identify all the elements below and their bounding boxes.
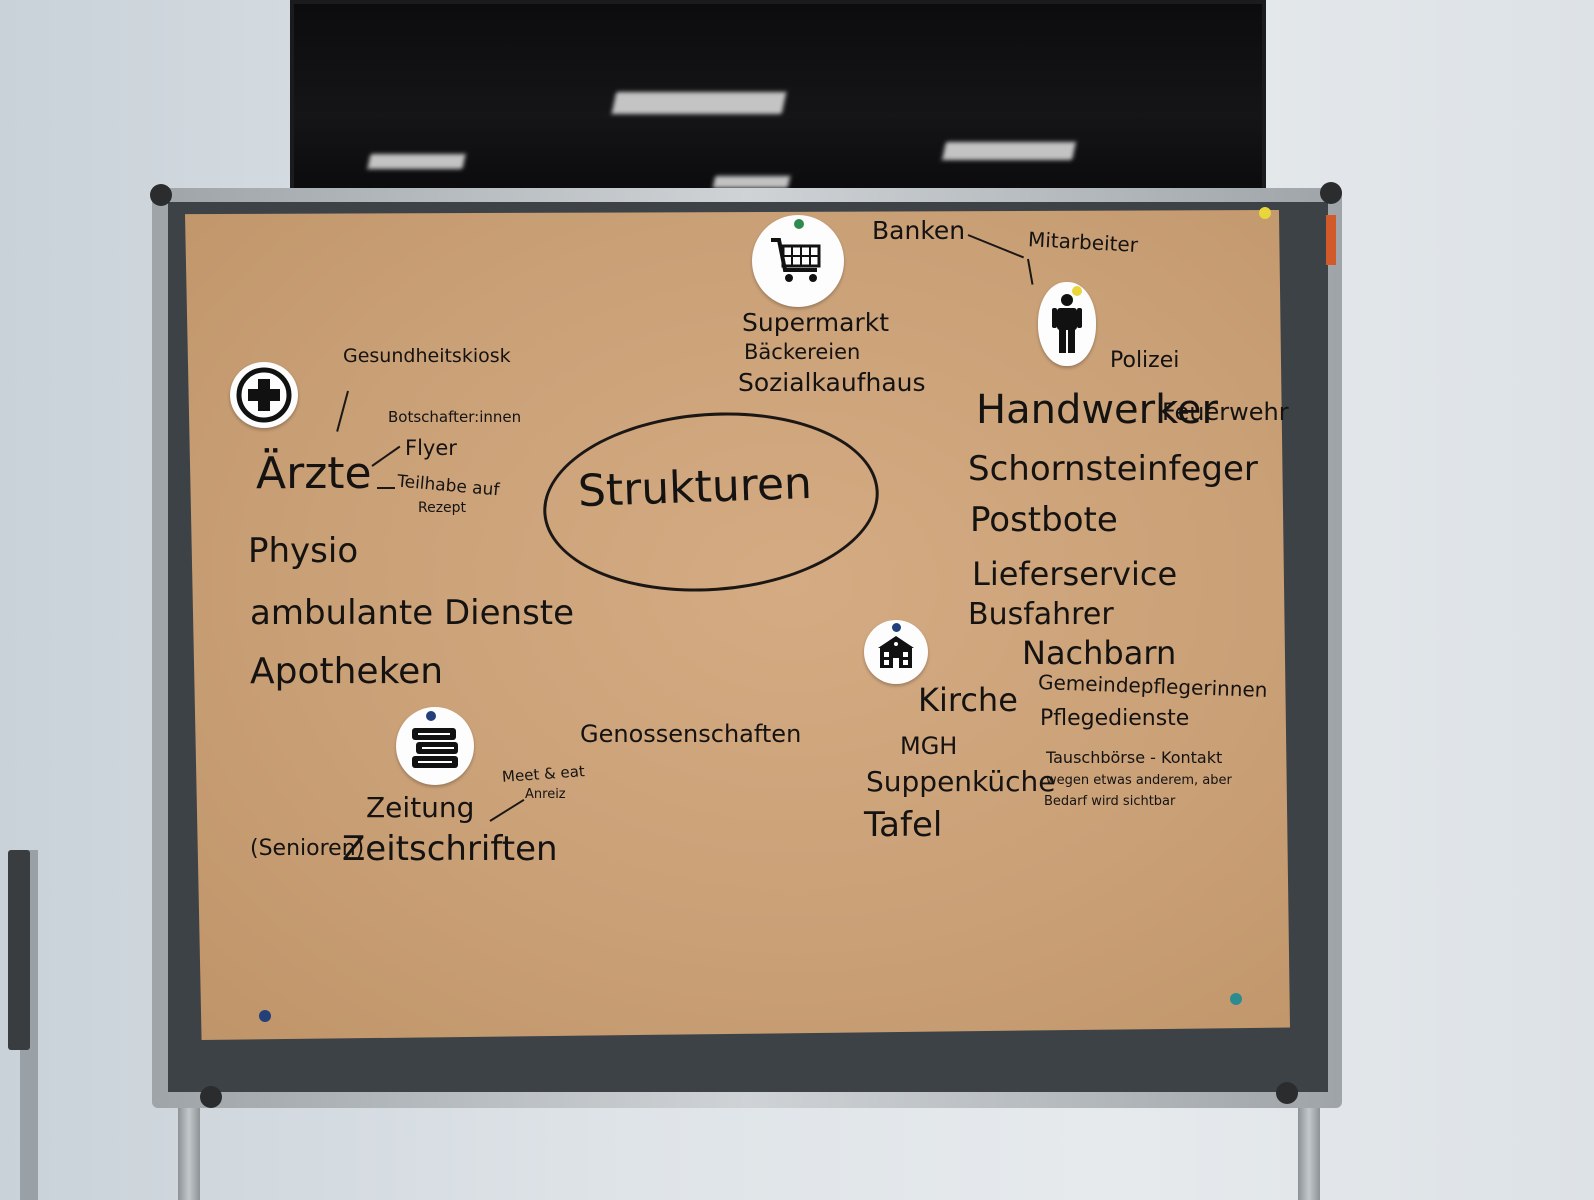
social-store-label: Sozialkaufhaus [738,368,926,397]
delivery-label: Lieferservice [972,555,1178,593]
plus-icon [236,367,292,423]
doctors-label: Ärzte [256,448,372,499]
shopping-cart-icon-card [752,215,844,307]
brand-label [1326,215,1336,265]
exchange-label: Tauschbörse - Kontakt [1046,748,1223,767]
exchange-line-2: wegen etwas anderem, aber [1046,773,1232,788]
wall-monitor [290,0,1266,195]
school-building-icon [878,636,914,668]
seniors-label: (Senioren) [250,836,365,861]
books-icon-card [396,707,474,785]
cooperatives-label: Genossenschaften [580,720,802,748]
bus-label: Busfahrer [968,597,1114,632]
staff-label: Mitarbeiter [1027,227,1139,257]
prescription-label: Rezept [418,500,467,516]
soup-kitchen-label: Suppenküche [866,765,1056,798]
frame-corner [200,1086,222,1108]
monitor-glare [712,176,791,188]
person-icon-card [1038,282,1096,366]
pushpin [1230,993,1242,1005]
left-stand [0,850,46,1200]
center-label: Strukturen [577,457,813,518]
care-services-label: Pflegedienste [1040,706,1190,731]
books-icon [412,728,458,768]
exchange-line-3: Bedarf wird sichtbar [1044,794,1176,809]
mgh-label: MGH [900,732,958,760]
chimney-label: Schornsteinfeger [968,449,1258,489]
bakeries-label: Bäckereien [744,340,861,364]
kraft-paper-sheet [185,210,1290,1040]
frame-corner [1276,1082,1298,1104]
plus-icon-card [230,362,298,428]
connector-line [377,487,395,489]
pushpin [1259,207,1271,219]
banks-label: Banken [872,216,966,245]
supermarket-label: Supermarkt [742,308,890,337]
ambassadors-label: Botschafter:innen [388,408,522,426]
food-bank-label: Tafel [864,805,943,845]
physio-label: Physio [248,531,359,571]
pushpin [1072,286,1082,296]
pushpin [794,219,804,229]
flyer-label: Flyer [405,436,457,460]
shopping-cart-icon [771,238,821,282]
meet-eat-line-2: Anreiz [525,787,566,802]
church-label: Kirche [918,681,1018,719]
police-label: Polizei [1110,348,1180,373]
pushpin [259,1010,271,1022]
pharmacies-label: Apotheken [250,651,444,692]
neighbors-label: Nachbarn [1022,634,1177,672]
kiosk-label: Gesundheitskiosk [343,345,511,367]
monitor-glare [611,92,787,114]
monitor-glare [367,154,466,169]
left-stand-clip [8,850,30,1050]
fire-label: Feuerwehr [1162,398,1289,426]
ambulant-label: ambulante Dienste [250,593,575,633]
school-building-icon-card [864,620,928,684]
pushpin [426,711,436,721]
person-icon [1052,294,1082,353]
frame-corner [150,184,172,206]
pushpin [892,623,901,632]
magazines-label: Zeitschriften [342,829,558,869]
postman-label: Postbote [970,500,1118,540]
newspaper-label: Zeitung [366,791,475,824]
craftsmen-label: Handwerker [976,387,1218,433]
monitor-glare [942,142,1076,160]
frame-corner [1320,182,1342,204]
